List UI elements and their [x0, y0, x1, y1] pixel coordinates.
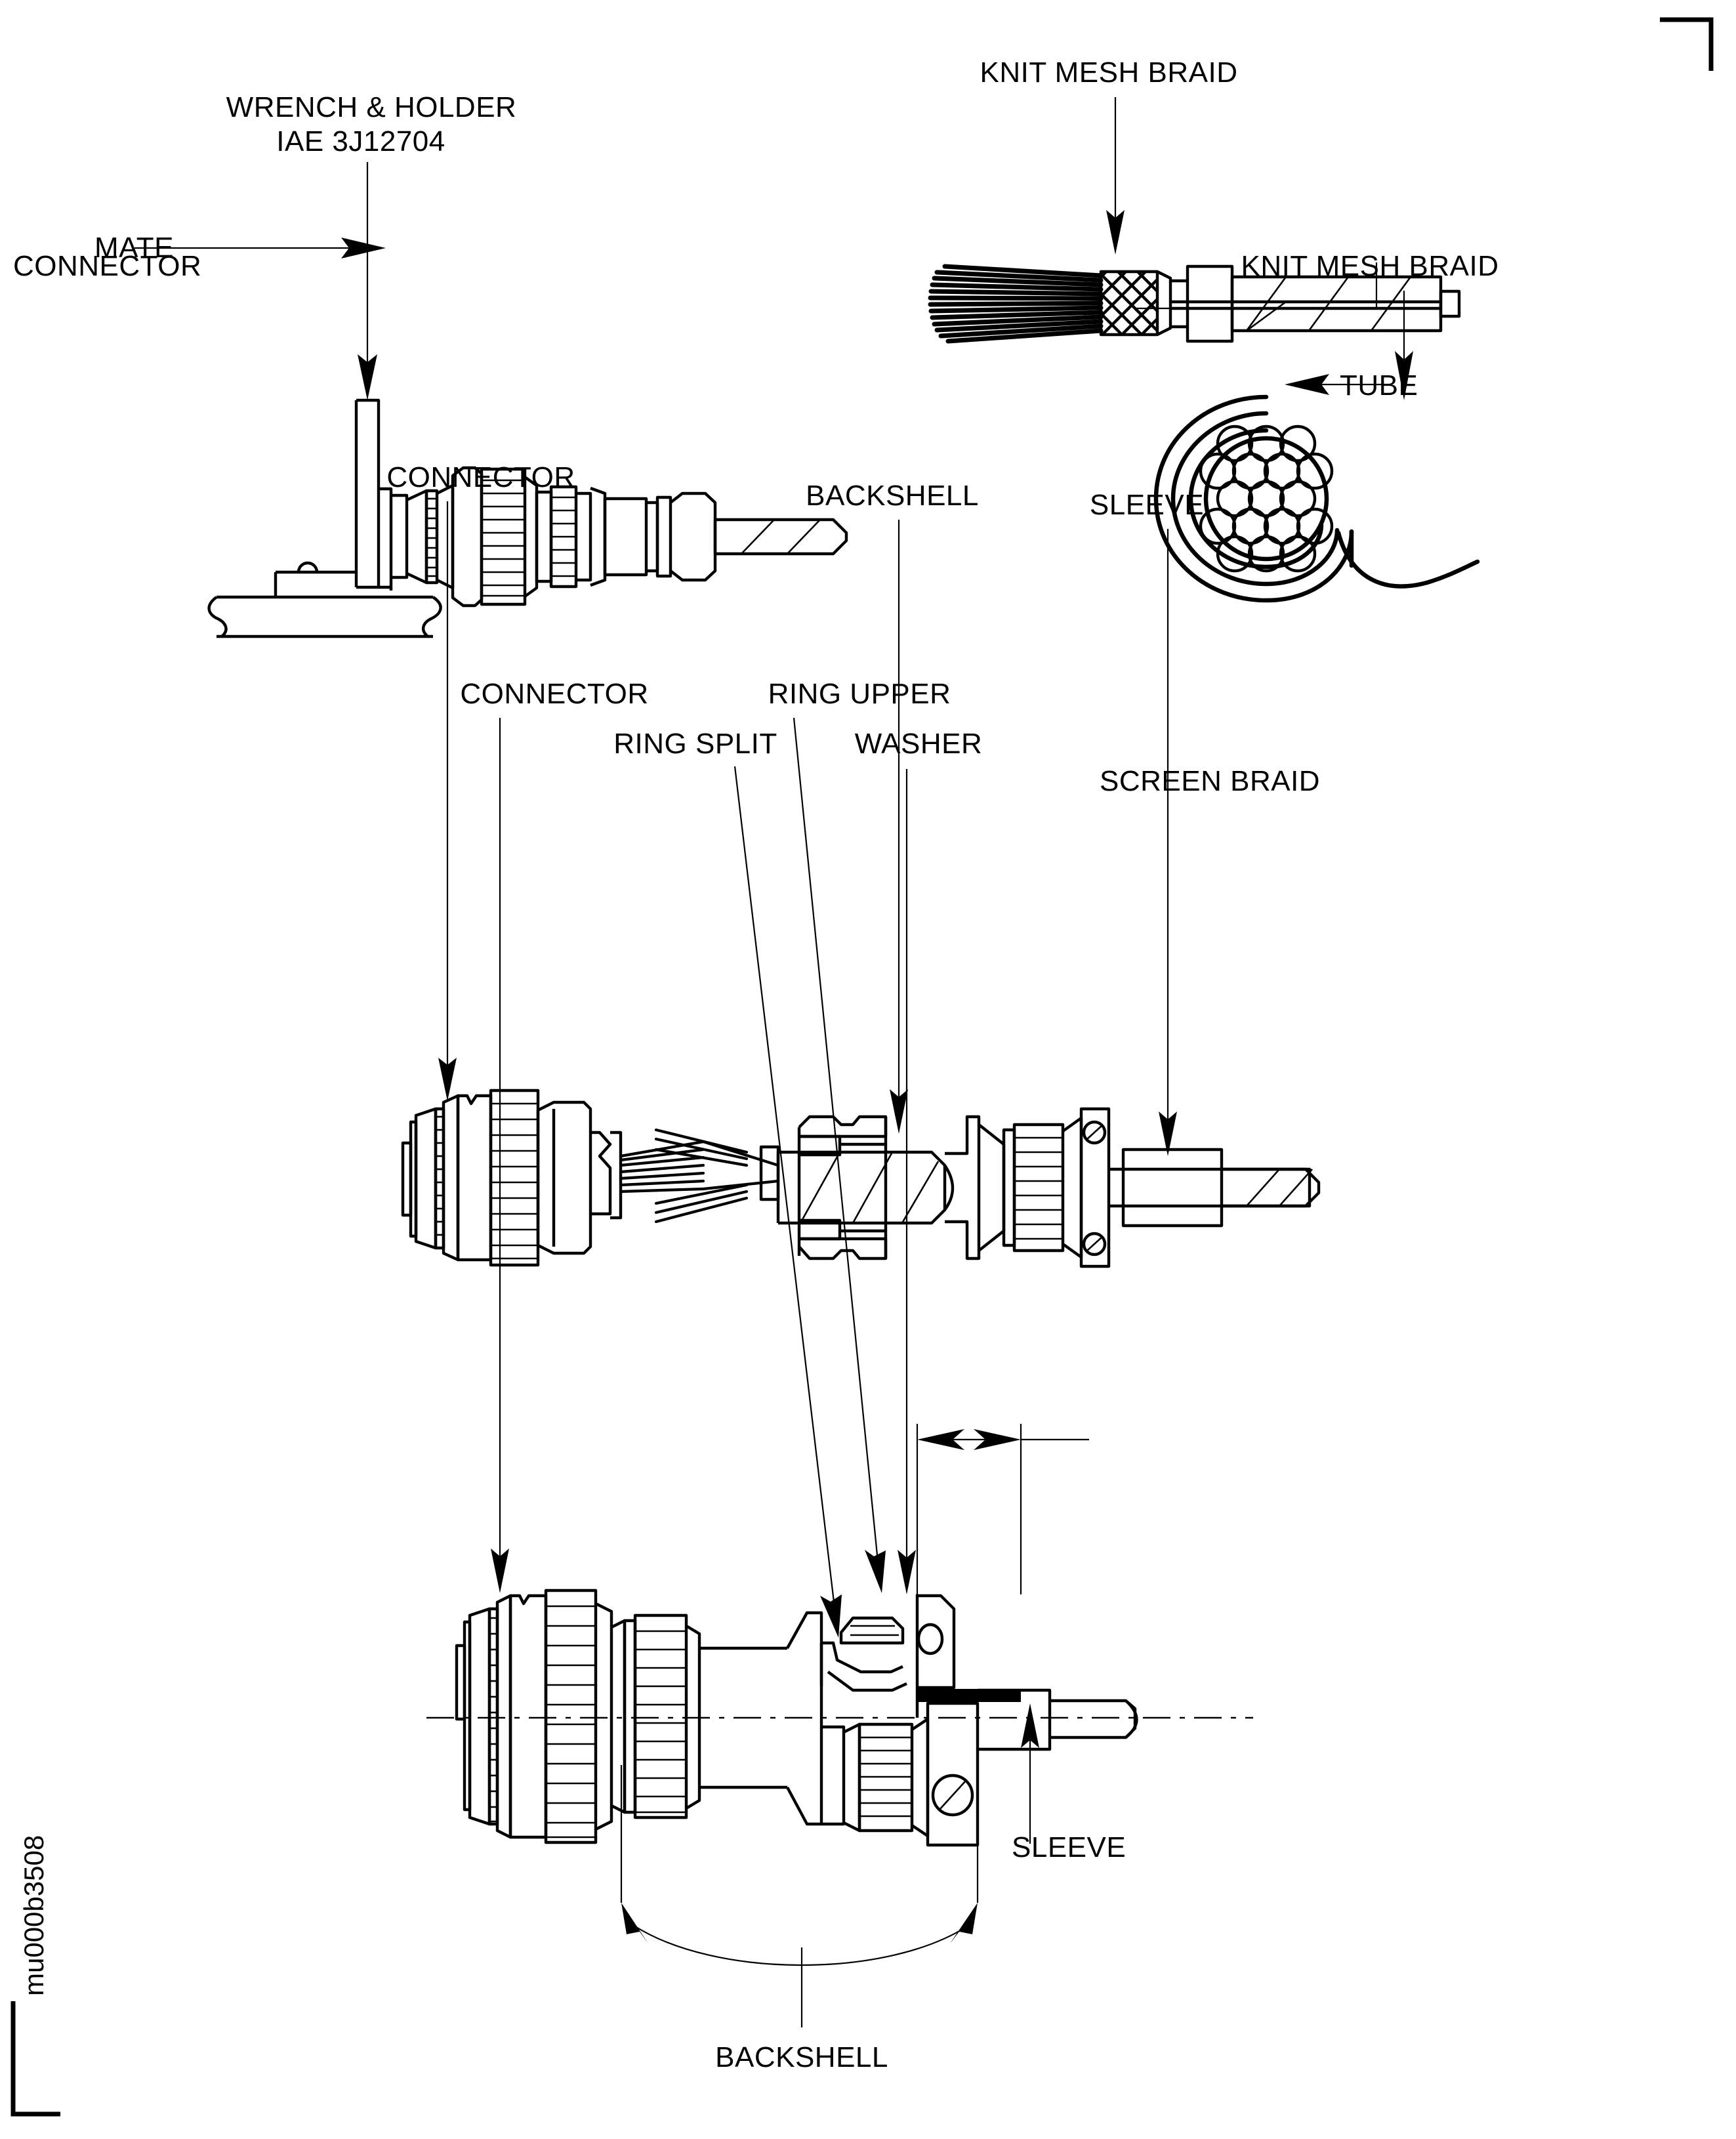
label-backshell-assembled: BACKSHELL — [715, 2041, 888, 2073]
label-backshell-exploded: BACKSHELL — [806, 480, 979, 512]
registration-mark-top-right — [1660, 17, 1714, 71]
connector-body-fig3 — [401, 1089, 623, 1267]
leader-knit-mesh-braid-1 — [1106, 97, 1125, 255]
wrench-holder-bracket — [274, 398, 393, 597]
connector-body-fig4 — [455, 1589, 701, 1844]
wire-bundle-cross-section — [1199, 425, 1334, 573]
braid-shaft-hatched — [1230, 275, 1461, 333]
backshell-shaft-hatch-fig3 — [799, 1152, 940, 1224]
leader-knit-mesh-braid-2b — [1395, 291, 1413, 400]
figure-id-text: mu000b3508 — [18, 1835, 49, 1996]
leader-wrench-holder — [358, 162, 377, 400]
knurl-fig4-main — [547, 1605, 594, 1838]
braid-ferrule-hex — [1170, 264, 1234, 343]
bracket-backshell-4 — [620, 1765, 979, 2027]
label-wrench-holder-part-number: IAE 3J12704 — [276, 125, 445, 157]
face-grooves-fig3 — [437, 1115, 442, 1236]
face-grooves-fig4 — [491, 1617, 496, 1823]
knurl-fig3-main — [492, 1102, 537, 1260]
label-screen-braid: SCREEN BRAID — [1100, 765, 1320, 797]
label-knit-mesh-braid-side: KNIT MESH BRAID — [980, 56, 1238, 89]
cable-hatch-fig1 — [741, 519, 821, 554]
label-layer: WRENCH & HOLDER IAE 3J12704 MATE CONNECT… — [13, 56, 1498, 2073]
leader-knit-mesh-braid-2 — [1135, 262, 1378, 310]
label-connector-assembled: CONNECTOR — [460, 678, 648, 710]
figure-assembled-backshell — [426, 717, 1253, 2027]
mate-connector-panel — [207, 595, 442, 638]
leader-connector-3 — [438, 501, 457, 1101]
wire-gather-collar-fig3 — [759, 1145, 780, 1201]
individual-wires — [1199, 425, 1334, 573]
leader-sleeve-4 — [1021, 1703, 1039, 1844]
label-tube: TUBE — [1340, 369, 1418, 402]
leader-connector-4 — [491, 718, 509, 1593]
knurl-band-2 — [483, 479, 524, 597]
leader-mate-connector — [134, 238, 386, 259]
label-knit-mesh-braid-section: KNIT MESH BRAID — [1241, 250, 1499, 282]
knurl-fig4-rear — [861, 1736, 911, 1817]
backshell-body-fig3 — [776, 1107, 1111, 1268]
figure-wrench-holder-assembly — [134, 162, 848, 638]
shaft-hatch-fig2 — [1245, 276, 1412, 332]
figure-knit-mesh-braid-side — [928, 97, 1461, 344]
knurl-fig3-backshell — [1016, 1136, 1062, 1240]
label-mate-connector: CONNECTOR — [13, 250, 201, 282]
braid-bristles — [928, 264, 1104, 344]
sleeve-and-cable-fig3 — [1109, 1148, 1321, 1228]
registration-mark-bottom-left — [10, 2001, 60, 2117]
label-sleeve-assembled: SLEEVE — [1012, 1831, 1126, 1863]
leader-ring-split — [734, 766, 842, 1638]
label-mate: MATE — [94, 232, 174, 264]
label-ring-split: RING SPLIT — [613, 728, 777, 760]
wire-fan-fig3 — [619, 1128, 780, 1224]
label-wrench-holder: WRENCH & HOLDER — [226, 91, 517, 123]
figure-connector-backshell-sleeve — [401, 501, 1321, 1268]
dimension-screen-braid — [916, 1424, 1089, 1594]
leader-sleeve-3 — [1159, 529, 1177, 1156]
figure-cable-cross-section — [1135, 262, 1480, 603]
backshell-barrel-fig4 — [699, 1611, 980, 1847]
knit-mesh-sleeve-block — [1099, 270, 1172, 337]
label-washer: WASHER — [855, 728, 983, 760]
label-sleeve-exploded: SLEEVE — [1090, 489, 1204, 521]
leader-ring-upper — [793, 717, 886, 1593]
connector-body-fig1 — [391, 466, 848, 608]
knurl-fig4-second — [636, 1630, 685, 1814]
screen-braid-and-cable — [917, 1688, 1138, 1751]
knurl-band-3 — [552, 496, 575, 577]
leader-washer — [898, 769, 916, 1594]
leader-backshell-3 — [890, 520, 908, 1134]
knurl-band-1 — [428, 497, 436, 577]
cable-hatch-fig3 — [1246, 1169, 1313, 1207]
label-connector-exploded: CONNECTOR — [386, 461, 575, 493]
label-ring-upper: RING UPPER — [768, 678, 951, 710]
leader-tube — [1285, 374, 1384, 395]
